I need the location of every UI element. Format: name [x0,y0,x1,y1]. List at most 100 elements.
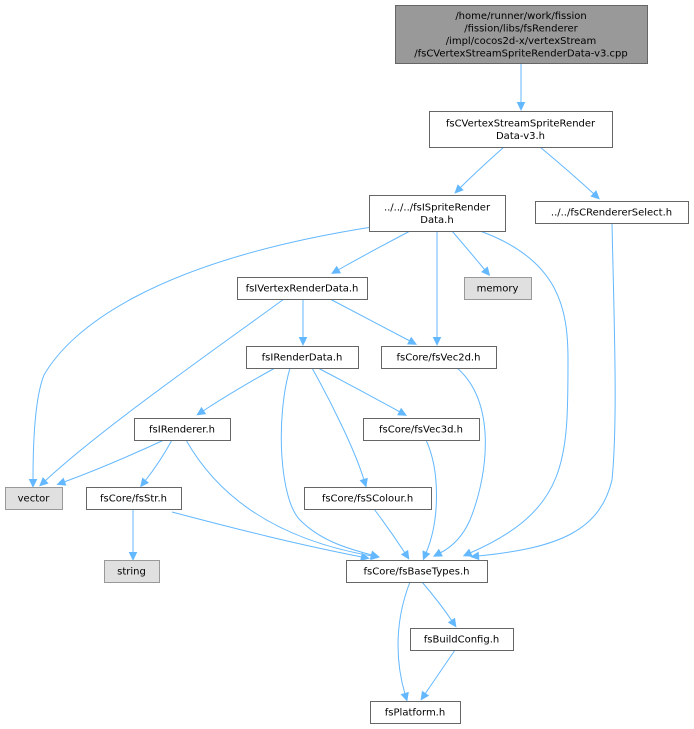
node-irender[interactable]: fsIRenderData.h [246,346,359,369]
edge-irender-to-basetypes [280,367,380,559]
node-box [246,346,359,369]
edge-line [469,230,569,554]
node-buildconfig[interactable]: fsBuildConfig.h [410,628,514,651]
node-label-line: string [117,567,146,578]
node-root[interactable]: /home/runner/work/fission/fission/libs/f… [395,5,648,64]
edge-line [32,226,373,481]
edge-arrowhead [481,266,491,277]
edge-line [337,230,411,271]
edge-v3h-to-isprite [454,146,505,194]
node-label-line: /home/runner/work/fission [455,11,586,22]
node-label-line: fsCore/fsBaseTypes.h [363,567,469,578]
edge-line [44,298,285,482]
edge-line [424,649,456,695]
edge-line [459,146,505,189]
edge-line [311,367,365,481]
edge-arrowhead [400,691,409,702]
node-rselect[interactable]: ../../fsCRendererSelect.h [535,201,689,224]
edge-arrowhead [56,477,67,486]
node-ivertex[interactable]: fsIVertexRenderData.h [237,277,368,300]
edge-arrowhead [407,336,418,345]
node-box [363,418,480,441]
edge-line [397,581,411,695]
edge-line [202,367,276,412]
edge-line [451,230,486,271]
edge-line [171,511,363,558]
node-label-line: /fsCVertexStreamSpriteRenderData-v3.cpp [414,48,628,59]
node-box [370,701,461,724]
node-vector: vector [5,487,63,510]
edge-buildconfig-to-platform [420,649,456,701]
node-box [535,201,689,224]
node-label-line: fsIRenderData.h [262,353,343,364]
edge-arrowhead [447,617,457,628]
edge-basetypes-to-buildconfig [421,581,457,628]
edge-line [280,367,373,556]
edge-arrowhead [422,550,431,561]
node-label-line: fsCore/fsVec3d.h [379,425,463,436]
edge-line [421,581,453,622]
edge-arrowhead [420,690,430,701]
edge-irenderer-to-fsstr [140,439,173,488]
edge-basetypes-to-platform [397,581,411,702]
node-irenderer[interactable]: fsIRenderer.h [134,418,231,441]
edge-arrowhead [400,549,410,560]
edges-layer [28,63,616,702]
edge-arrowhead [39,477,49,487]
edge-scolour-to-basetypes [373,508,410,560]
edge-isprite-to-memory [451,230,491,277]
edge-line [185,439,373,557]
node-scolour[interactable]: fsCore/fsSColour.h [304,487,432,510]
node-fsstr[interactable]: fsCore/fsStr.h [86,487,182,510]
node-label-line: fsIRenderer.h [149,425,215,436]
node-label-line: ../../../fsISpriteRender [384,202,491,213]
edge-line [63,439,165,483]
edge-arrowhead [128,552,138,561]
edge-arrowhead [331,265,342,274]
node-box [381,346,497,369]
edge-arrowhead [298,337,308,346]
edge-vec3d-to-basetypes [422,439,437,561]
edge-irender-to-scolour [311,367,368,488]
node-box [134,418,231,441]
edge-arrowhead [432,337,442,346]
edge-irenderer-to-basetypes [185,439,380,561]
node-label-line: fsCVertexStreamSpriteRender [446,118,596,129]
edge-line [144,439,173,482]
node-vec3d[interactable]: fsCore/fsVec3d.h [363,418,480,441]
node-box [346,560,488,583]
edge-arrowhead [470,551,480,561]
node-label-line: fsPlatform.h [385,708,445,719]
node-box [464,277,532,300]
node-box [104,560,160,583]
edge-arrowhead [196,406,207,416]
node-vec2d[interactable]: fsCore/fsVec2d.h [381,346,497,369]
edge-line [539,146,595,195]
node-v3h[interactable]: fsCVertexStreamSpriteRenderData-v3.h [429,111,613,148]
edge-line [329,298,411,342]
node-box [86,487,182,510]
edge-line [439,367,486,554]
nodes-layer: /home/runner/work/fission/fission/libs/f… [5,5,689,724]
edge-line [477,222,616,557]
edge-arrowhead [360,552,370,561]
edge-ivertex-to-irender [298,299,308,346]
edge-arrowhead [516,102,526,111]
edge-arrowhead [28,479,38,488]
edge-arrowhead [454,184,464,194]
edge-irender-to-vec3d [317,367,408,416]
node-box [429,111,613,148]
edge-fsstr-to-string [128,509,138,561]
edge-v3h-to-rselect [539,146,600,200]
node-box [304,487,432,510]
node-basetypes[interactable]: fsCore/fsBaseTypes.h [346,560,488,583]
node-memory: memory [464,277,532,300]
edge-root-to-v3h [516,63,526,111]
node-platform[interactable]: fsPlatform.h [370,701,461,724]
edge-line [425,439,437,554]
node-label-line: fsCore/fsSColour.h [322,494,413,505]
edge-arrowhead [432,548,443,557]
edge-arrowhead [370,551,380,561]
node-label-line: fsCore/fsStr.h [100,494,167,505]
